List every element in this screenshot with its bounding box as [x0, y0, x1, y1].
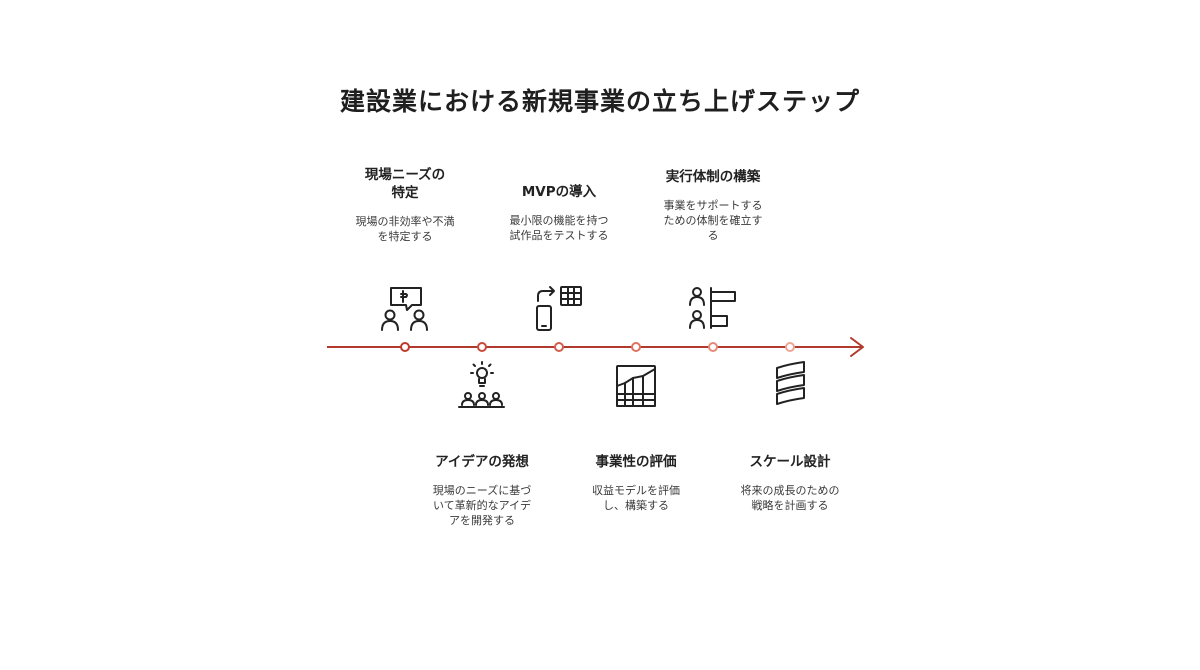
step-1: 現場ニーズの特定 現場の非効率や不満を特定する [330, 166, 480, 244]
timeline-marker-4 [631, 342, 641, 352]
timeline-marker-5 [708, 342, 718, 352]
people-with-flags-icon [689, 287, 736, 329]
growth-chart-icon [616, 365, 656, 407]
step-2-title: アイデアの発想 [435, 454, 529, 470]
page-title: 建設業における新規事業の立ち上げステップ [339, 87, 860, 116]
step-5-title: 実行体制の構築 [665, 169, 761, 185]
step-4-description: 収益モデルを評価し、構築する [592, 484, 680, 512]
step-6: スケール設計 将来の成長のための戦略を計画する [715, 453, 865, 513]
step-6-title: スケール設計 [749, 454, 831, 470]
timeline-marker-6 [785, 342, 795, 352]
people-with-speech-bubble-icon [381, 287, 428, 331]
step-3-title: MVPの導入 [521, 184, 597, 200]
timeline-marker-1 [400, 342, 410, 352]
timeline-marker-3 [554, 342, 564, 352]
timeline-marker-2 [477, 342, 487, 352]
step-1-description: 現場の非効率や不満を特定する [355, 215, 455, 243]
step-3-description: 最小限の機能を持つ試作品をテストする [509, 214, 609, 242]
step-4: 事業性の評価 収益モデルを評価し、構築する [561, 453, 711, 513]
phone-calculator-exchange-icon [536, 286, 582, 331]
step-1-title: 現場ニーズの特定 [364, 167, 446, 201]
lightbulb-group-icon [458, 361, 505, 408]
step-2-description: 現場のニーズに基づいて革新的なアイデアを開発する [432, 484, 532, 527]
step-3: MVPの導入 最小限の機能を持つ試作品をテストする [484, 183, 634, 243]
step-5-description: 事業をサポートするための体制を確立する [663, 199, 763, 242]
step-2: アイデアの発想 現場のニーズに基づいて革新的なアイデアを開発する [407, 453, 557, 528]
step-5: 実行体制の構築 事業をサポートするための体制を確立する [638, 168, 788, 243]
step-4-title: 事業性の評価 [595, 454, 677, 470]
timeline-arrowhead [850, 337, 864, 357]
stacked-layers-icon [776, 361, 805, 405]
step-6-description: 将来の成長のための戦略を計画する [740, 484, 840, 512]
